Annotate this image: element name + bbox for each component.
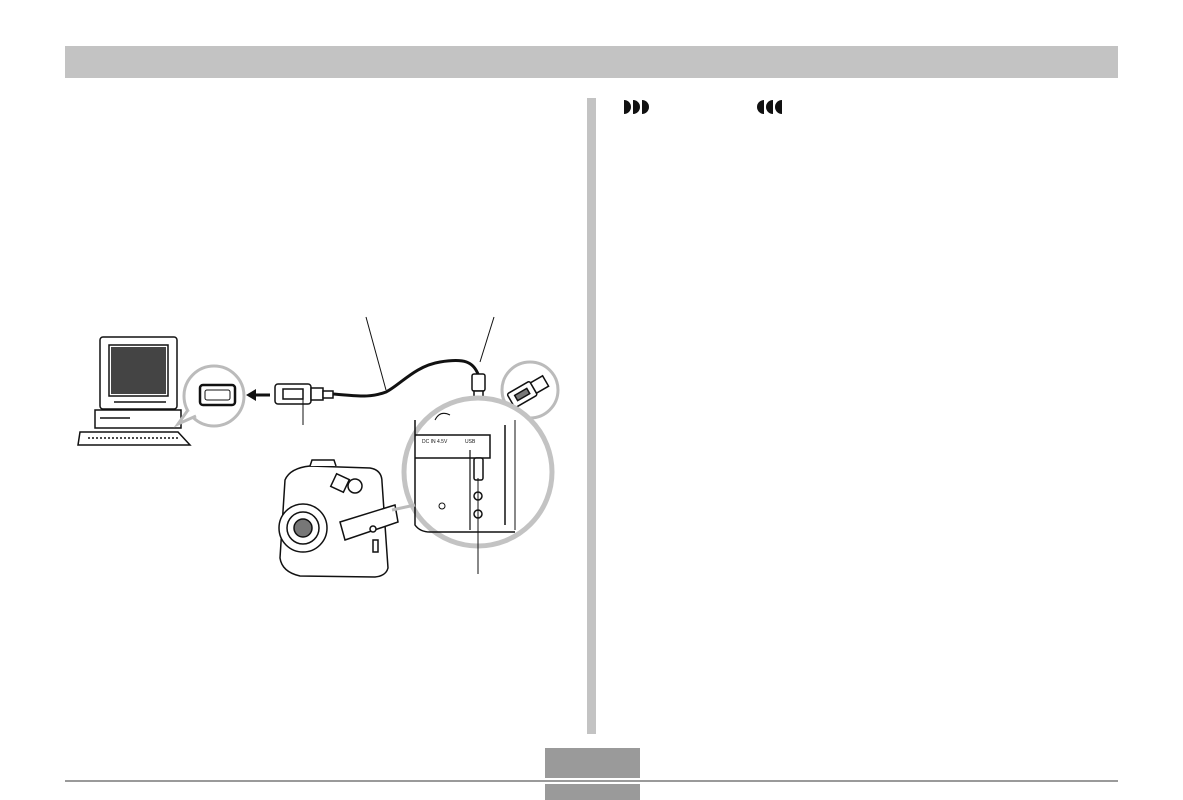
computer-icon	[77, 336, 192, 446]
camera-usb-port-icon	[473, 457, 484, 481]
notes-heading-markers	[624, 100, 782, 114]
camera-usb-text: USB	[465, 439, 476, 445]
camera-dc-in-text: DC IN 4.5V	[422, 439, 448, 445]
usb-a-plug-icon	[274, 383, 334, 405]
usb-cable-leader	[365, 316, 387, 391]
heading-right-marker-icon	[757, 100, 782, 114]
page-number-tab	[545, 748, 640, 778]
arrow-left-icon	[246, 389, 256, 401]
mini-plug-callout	[500, 360, 560, 420]
digital-camera-icon	[278, 459, 399, 578]
page-number-tab-lower	[545, 784, 640, 800]
usb-plug-leader	[479, 316, 495, 363]
header-bar	[65, 46, 1118, 78]
column-divider	[587, 98, 596, 734]
heading-left-marker-icon	[624, 100, 649, 114]
usb-connection-diagram: DC IN 4.5V USB	[77, 316, 560, 578]
usb-cable	[332, 359, 480, 398]
footer-line	[65, 780, 1118, 782]
